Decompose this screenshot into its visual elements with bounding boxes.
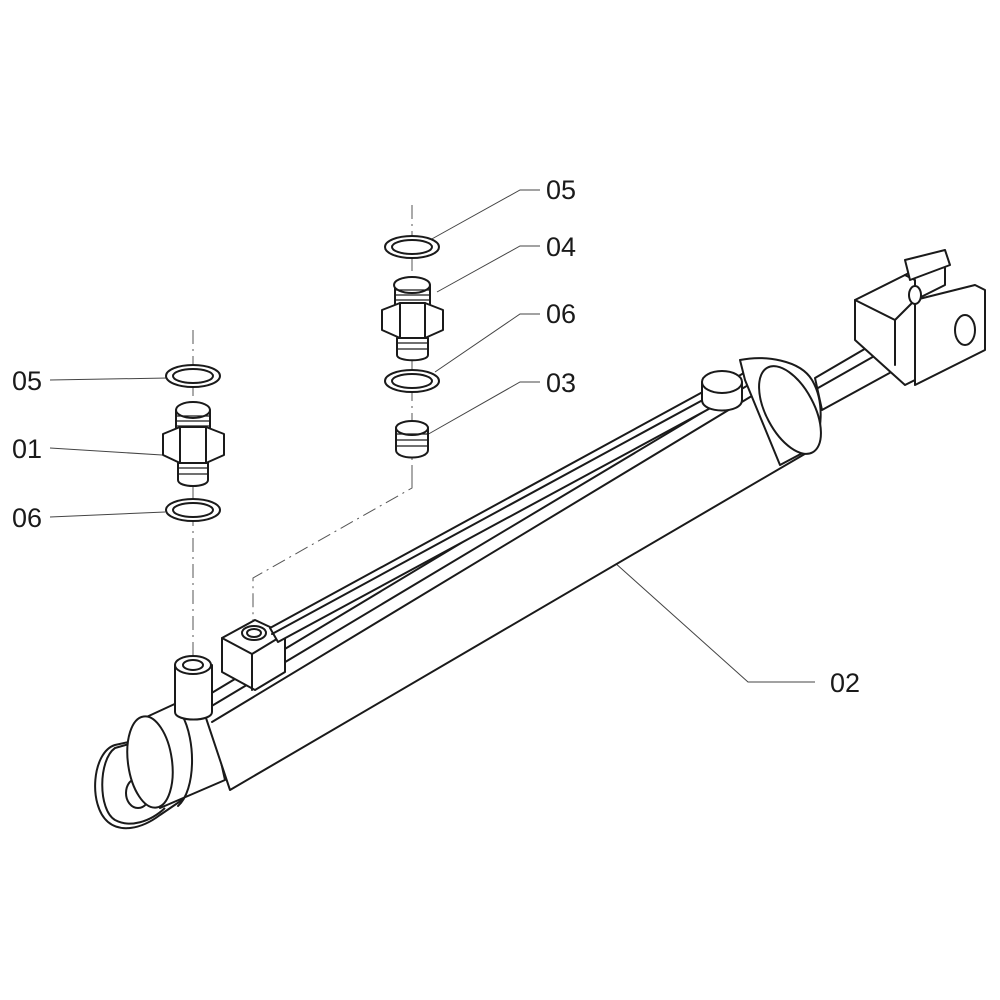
left-o-ring-05 [165, 364, 221, 388]
callout-05-top: 05 [546, 175, 577, 205]
leader-03 [424, 381, 540, 437]
callout-06-left: 06 [12, 503, 43, 533]
cylinder-barrel [199, 361, 816, 791]
left-fitting-01 [162, 401, 225, 487]
leader-05-top [429, 189, 540, 241]
callout-02: 02 [830, 668, 861, 698]
top-o-ring-05 [384, 235, 440, 259]
leader-lines [49, 189, 815, 683]
callout-01: 01 [12, 434, 43, 464]
rear-end-cap [126, 689, 226, 809]
leader-02 [594, 544, 815, 683]
callout-06-top: 06 [546, 299, 577, 329]
fork-pin-hole [954, 314, 976, 346]
left-o-ring-06 [165, 498, 221, 522]
leader-01 [49, 447, 163, 456]
front-clevis-fork [854, 249, 986, 386]
callout-03: 03 [546, 368, 577, 398]
front-boss-port [701, 370, 743, 412]
leader-05-left [49, 377, 169, 381]
axis-top-to-port [252, 478, 413, 632]
rear-boss-port [174, 655, 213, 721]
leader-04 [436, 245, 540, 293]
top-o-ring-06 [384, 369, 440, 393]
leader-06-top [434, 313, 540, 373]
callout-04: 04 [546, 232, 577, 262]
callout-05-left: 05 [12, 366, 43, 396]
leader-06-left [49, 511, 166, 518]
top-fitting-04 [381, 276, 444, 362]
plug-03 [395, 420, 429, 459]
front-end-cap [739, 357, 822, 466]
rear-port-block [221, 619, 286, 691]
